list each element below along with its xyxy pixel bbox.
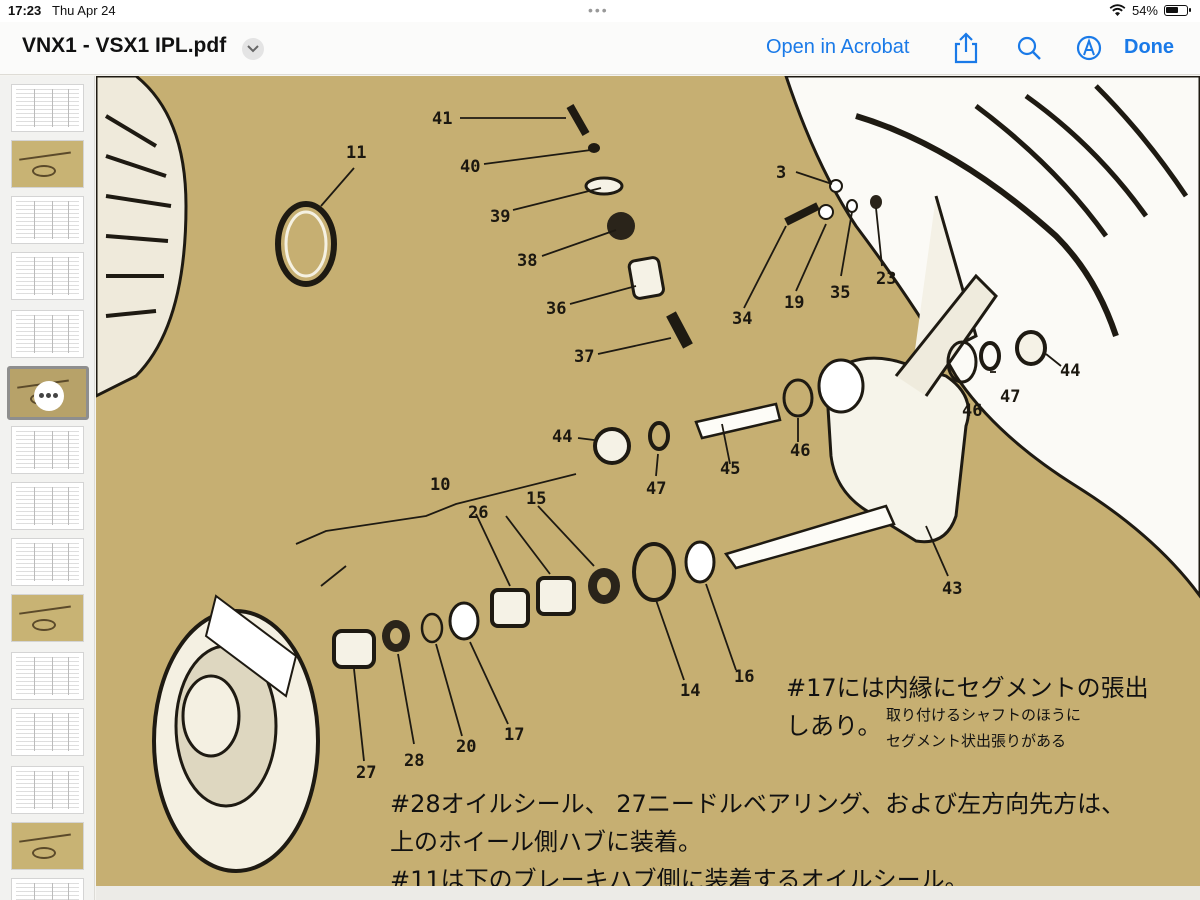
part-label: 38 — [517, 251, 537, 271]
part-label: 44 — [1060, 361, 1080, 381]
part-label: 40 — [460, 157, 480, 177]
page-thumbnail[interactable] — [11, 310, 84, 358]
part-label: 45 — [720, 459, 740, 479]
part-label: 10 — [430, 475, 450, 495]
status-time: 17:23 — [8, 3, 42, 18]
part-label: 47 — [646, 479, 666, 499]
part-label: 46 — [790, 441, 810, 461]
page-thumbnail[interactable] — [11, 252, 84, 300]
part-label: 37 — [574, 347, 594, 367]
battery-icon — [1164, 5, 1191, 16]
markup-icon[interactable] — [1074, 32, 1104, 64]
status-right: 54% — [1109, 3, 1191, 18]
done-button[interactable]: Done — [1124, 36, 1174, 58]
part-label: 26 — [468, 503, 488, 523]
part-label: 23 — [876, 269, 896, 289]
part-label: 46 — [962, 401, 982, 421]
status-date: Thu Apr 24 — [52, 3, 116, 18]
part-label: 34 — [732, 309, 752, 329]
exploded-parts-diagram: 41 40 39 38 36 37 11 3 34 19 35 23 44 47… — [96, 76, 1200, 873]
part-label: 11 — [346, 143, 366, 163]
page-thumbnail[interactable] — [11, 84, 84, 132]
note-17-small1: 取り付けるシャフトのほうに — [886, 706, 1082, 724]
part-label: 16 — [734, 667, 754, 687]
page-thumbnail[interactable] — [11, 140, 84, 188]
page-thumbnails-sidebar[interactable] — [0, 76, 95, 900]
part-label: 27 — [356, 763, 376, 783]
part-label: 41 — [432, 109, 452, 129]
part-label: 28 — [404, 751, 424, 771]
page-thumbnail[interactable] — [11, 426, 84, 474]
page-thumbnail[interactable] — [11, 538, 84, 586]
part-label: 17 — [504, 725, 524, 745]
part-label: 20 — [456, 737, 476, 757]
pdf-page-canvas[interactable]: 41 40 39 38 36 37 11 3 34 19 35 23 44 47… — [96, 76, 1200, 886]
share-icon[interactable] — [951, 32, 981, 64]
more-options-icon[interactable] — [34, 381, 64, 411]
nav-bar: VNX1 - VSX1 IPL.pdf Open in Acrobat Done — [0, 22, 1200, 75]
part-label: 36 — [546, 299, 566, 319]
chevron-down-icon[interactable] — [242, 38, 264, 60]
battery-percent: 54% — [1131, 3, 1158, 18]
page-thumbnail[interactable] — [11, 878, 84, 900]
part-label: 43 — [942, 579, 962, 599]
note-28-line1: #28オイルシール、 27ニードルベアリング、および左方向先方は、 — [390, 790, 1126, 818]
page-thumbnail[interactable] — [11, 708, 84, 756]
part-label: 14 — [680, 681, 700, 701]
part-label: 35 — [830, 283, 850, 303]
page-bottom-edge — [96, 886, 1200, 900]
note-28-line2: 上のホイール側ハブに装着。 — [390, 828, 702, 856]
part-label: 15 — [526, 489, 546, 509]
part-label: 47 — [1000, 387, 1020, 407]
search-icon[interactable] — [1014, 32, 1044, 64]
multitasking-dots-icon[interactable]: ••• — [588, 2, 609, 18]
wifi-icon — [1109, 4, 1126, 16]
page-thumbnail[interactable] — [7, 366, 89, 420]
page-thumbnail[interactable] — [11, 652, 84, 700]
part-label: 19 — [784, 293, 804, 313]
open-in-acrobat-button[interactable]: Open in Acrobat — [766, 36, 910, 58]
page-thumbnail[interactable] — [11, 766, 84, 814]
note-17-small2: セグメント状出張りがある — [886, 732, 1067, 750]
part-label: 3 — [776, 163, 786, 183]
status-bar: 17:23 Thu Apr 24 ••• 54% — [0, 0, 1200, 22]
part-label: 39 — [490, 207, 510, 227]
page-thumbnail[interactable] — [11, 822, 84, 870]
page-thumbnail[interactable] — [11, 594, 84, 642]
page-thumbnail[interactable] — [11, 482, 84, 530]
note-17-line2: しあり。 — [786, 712, 882, 740]
page-thumbnail[interactable] — [11, 196, 84, 244]
part-label: 44 — [552, 427, 572, 447]
note-17-line1: #17には内縁にセグメントの張出 — [786, 674, 1149, 702]
document-title[interactable]: VNX1 - VSX1 IPL.pdf — [22, 34, 227, 57]
